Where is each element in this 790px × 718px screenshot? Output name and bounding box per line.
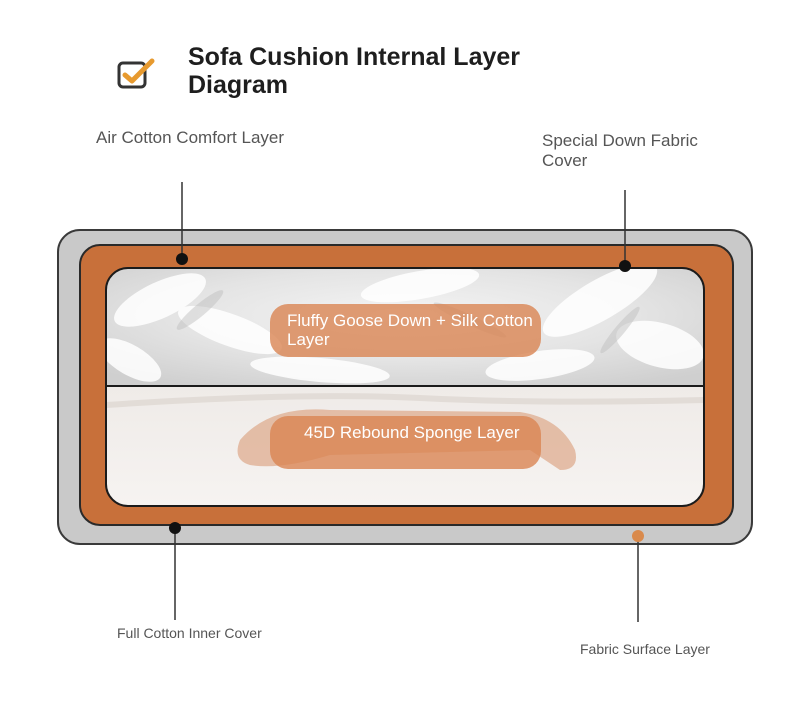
label-full-cotton: Full Cotton Inner Cover bbox=[117, 625, 262, 641]
marker-special-down bbox=[619, 260, 631, 272]
inner-cover bbox=[105, 267, 705, 507]
layer-goose-down-pill: Fluffy Goose Down + Silk Cotton Layer bbox=[270, 304, 541, 357]
checkbox-check-icon bbox=[117, 58, 155, 89]
marker-air-cotton bbox=[176, 253, 188, 265]
label-fabric-surface: Fabric Surface Layer bbox=[580, 641, 710, 657]
label-air-cotton: Air Cotton Comfort Layer bbox=[96, 128, 285, 147]
marker-full-cotton bbox=[169, 522, 181, 534]
page-title: Sofa Cushion Internal Layer Diagram bbox=[188, 43, 521, 99]
marker-fabric-surface bbox=[632, 530, 644, 542]
layer-sponge-pill: 45D Rebound Sponge Layer bbox=[270, 416, 541, 469]
label-special-down: Special Down Fabric Cover bbox=[542, 131, 698, 170]
feather-texture bbox=[106, 268, 704, 384]
